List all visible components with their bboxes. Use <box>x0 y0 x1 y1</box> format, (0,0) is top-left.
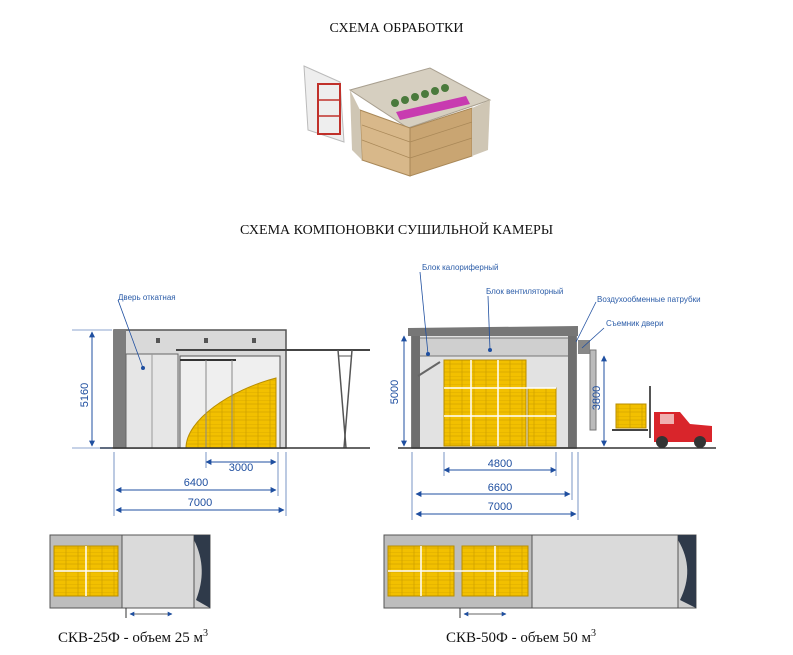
right-chamber <box>398 271 716 449</box>
left-door-width-dim: 3000 <box>229 462 253 474</box>
right-total-width-dim: 7000 <box>488 501 512 513</box>
caption-skv25: СКВ-25Ф - объем 25 м3 <box>58 628 209 646</box>
label-sliding-door: Дверь откатная <box>118 293 176 302</box>
layout-scheme-title: СХЕМА КОМПОНОВКИ СУШИЛЬНОЙ КАМЕРЫ <box>239 223 554 238</box>
caption-skv50: СКВ-50Ф - объем 50 м3 <box>446 628 597 646</box>
right-dimensions <box>401 335 607 520</box>
right-inner-width-dim: 6600 <box>488 482 512 494</box>
left-inner-width-dim: 6400 <box>184 477 208 489</box>
right-stack-width-dim: 4800 <box>488 458 512 470</box>
label-heater-block: Блок калориферный <box>422 263 498 272</box>
plan-skv50 <box>383 534 697 618</box>
processing-illustration <box>303 65 492 177</box>
right-door-height-dim: 3800 <box>591 386 603 410</box>
left-dimensions <box>72 329 287 516</box>
left-total-width-dim: 7000 <box>188 497 212 509</box>
label-fan-block: Блок вентиляторный <box>486 287 563 296</box>
plan-skv25 <box>49 534 211 618</box>
left-chamber <box>100 299 370 449</box>
left-height-dim: 5160 <box>79 383 91 407</box>
label-air-pipes: Воздухообменные патрубки <box>597 295 701 304</box>
right-height-dim: 5000 <box>389 380 401 404</box>
label-door-remover: Съемник двери <box>606 319 664 328</box>
forklift <box>612 386 712 448</box>
processing-scheme-title: СХЕМА ОБРАБОТКИ <box>329 21 464 36</box>
